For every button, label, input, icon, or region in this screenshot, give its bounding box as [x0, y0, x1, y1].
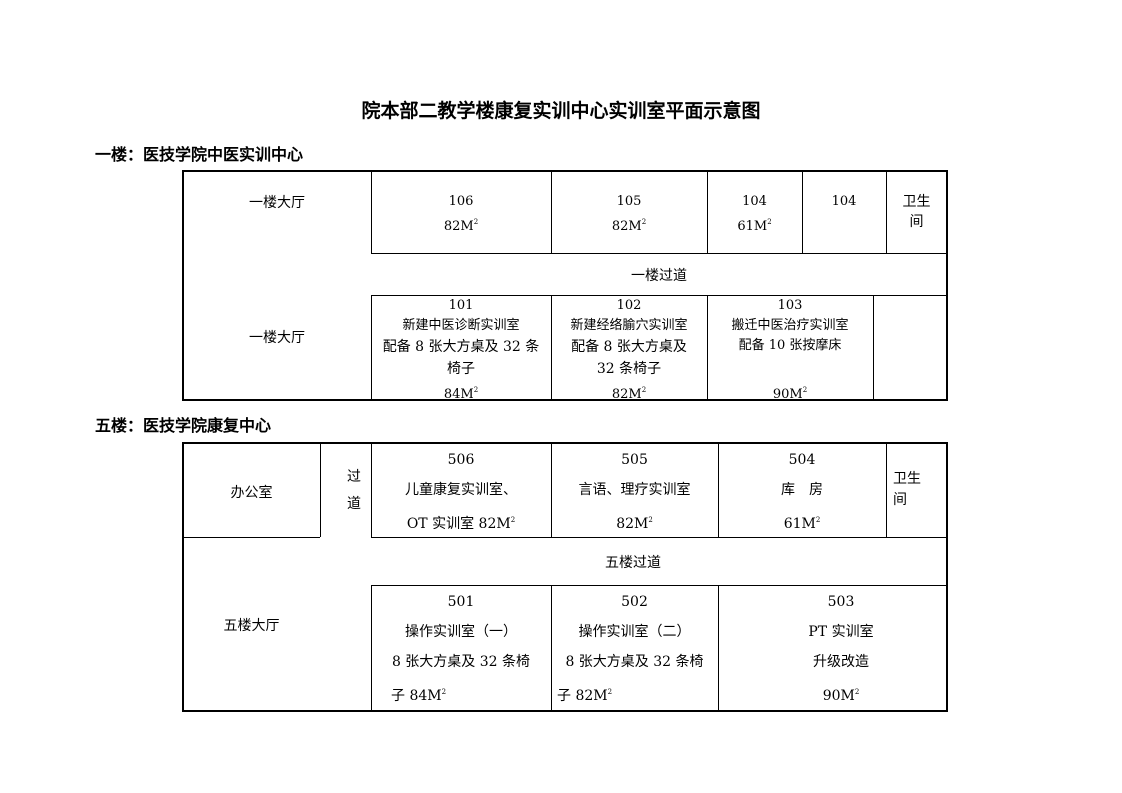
divider	[183, 537, 320, 538]
office-label: 办公室	[230, 485, 273, 501]
divider	[551, 295, 552, 400]
restroom: 卫生间	[893, 471, 921, 508]
floor1-heading: 一楼：医技学院中医实训中心	[95, 145, 304, 164]
divider	[320, 443, 321, 537]
divider	[371, 443, 372, 537]
divider	[802, 171, 803, 253]
divider	[371, 585, 947, 586]
divider	[371, 253, 947, 254]
floor1-plan	[182, 170, 948, 401]
hall-label: 一楼大厅	[249, 330, 305, 346]
room-104b: 104	[831, 194, 857, 209]
divider	[886, 171, 887, 253]
page-title: 院本部二教学楼康复实训中心实训室平面示意图	[361, 100, 761, 122]
divider	[551, 171, 552, 253]
divider	[886, 443, 887, 537]
divider	[551, 585, 552, 711]
divider	[718, 443, 719, 537]
passage-label: 过道	[347, 469, 361, 512]
divider	[707, 295, 708, 400]
divider	[551, 443, 552, 537]
divider	[718, 585, 719, 711]
floor5-heading: 五楼：医技学院康复中心	[95, 416, 272, 435]
divider	[707, 171, 708, 253]
hall-label: 一楼大厅	[249, 195, 305, 211]
floor5-plan	[182, 442, 948, 712]
divider	[873, 295, 874, 400]
hall-label: 五楼大厅	[223, 618, 280, 634]
divider	[371, 585, 372, 711]
corridor-label: 五楼过道	[605, 555, 661, 571]
divider	[371, 295, 947, 296]
divider	[371, 171, 372, 253]
corridor-label: 一楼过道	[631, 268, 687, 284]
divider	[371, 537, 947, 538]
restroom: 卫生间	[902, 194, 931, 230]
divider	[371, 295, 372, 400]
